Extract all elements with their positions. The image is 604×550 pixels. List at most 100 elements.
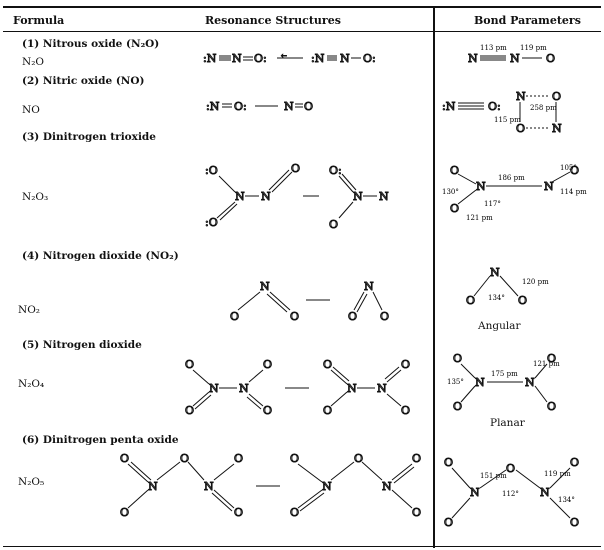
svg-text:O: O <box>263 404 272 417</box>
caption-no2: Angular <box>478 320 521 332</box>
row-title-no: (2) Nitric oxide (NO) <box>22 75 145 87</box>
svg-text:O: O <box>120 452 129 465</box>
svg-text:N: N <box>353 190 363 203</box>
svg-text:O: O <box>453 400 462 413</box>
bond-label: 114 pm <box>560 188 587 196</box>
bond-diagram-no2: N O O 120 pm 134° <box>466 266 550 308</box>
svg-text:O: O <box>552 90 561 103</box>
svg-text:O: O <box>323 404 332 417</box>
svg-text:N: N <box>468 52 478 65</box>
svg-text:O: O <box>291 162 300 175</box>
svg-text:O: O <box>466 294 475 307</box>
svg-text:N: N <box>476 180 486 193</box>
bond-label: 175 pm <box>491 370 518 378</box>
bond-label: 186 pm <box>498 174 525 182</box>
svg-text::O: :O <box>205 164 218 177</box>
resonance-no2: O N O O N O <box>230 280 390 324</box>
formula-no2: NO₂ <box>18 304 41 316</box>
svg-text:N: N <box>284 100 294 113</box>
svg-text::N: :N <box>442 100 456 113</box>
bottom-rule <box>3 546 601 547</box>
row-title-no2: (4) Nitrogen dioxide (NO₂) <box>22 250 179 262</box>
svg-text:N: N <box>525 376 535 389</box>
svg-text:O: O <box>453 352 462 365</box>
svg-text:O: O <box>570 456 579 469</box>
bond-label: 115 pm <box>494 116 521 124</box>
svg-text:←: ← <box>281 52 287 60</box>
svg-text:O: O <box>444 456 453 469</box>
svg-text:O: O <box>412 506 421 519</box>
bond-label: 121 pm <box>533 360 560 368</box>
svg-text:O:: O: <box>234 100 247 113</box>
formula-n2o4: N₂O₄ <box>18 378 45 390</box>
svg-text:N: N <box>322 480 332 493</box>
bond-label: 117° <box>484 200 501 208</box>
formula-n2o3: N₂O₃ <box>22 191 49 203</box>
svg-text:O: O <box>185 358 194 371</box>
svg-text:O: O <box>547 352 556 365</box>
svg-text:O: O <box>444 516 453 529</box>
caption-n2o4: Planar <box>490 417 525 429</box>
svg-text::N: :N <box>311 52 325 65</box>
svg-text:O: O <box>290 310 299 323</box>
resonance-n2o5: OO NO NO O OO NO NO O <box>120 452 422 520</box>
svg-text:O: O <box>401 404 410 417</box>
svg-text:N: N <box>364 280 374 293</box>
row-title-n2o3: (3) Dinitrogen trioxide <box>22 131 156 143</box>
bond-label: 134° <box>488 294 505 302</box>
svg-text:N: N <box>552 122 562 135</box>
svg-text:N: N <box>490 266 500 279</box>
svg-text:N: N <box>239 382 249 395</box>
svg-text:N: N <box>209 382 219 395</box>
svg-text:O: O <box>570 516 579 529</box>
svg-text:N: N <box>261 190 271 203</box>
bond-label: 135° <box>447 378 464 386</box>
svg-text:O: O <box>412 452 421 465</box>
svg-text:O: O <box>185 404 194 417</box>
svg-text:O: O <box>234 506 243 519</box>
header-formula: Formula <box>13 14 65 27</box>
top-rule <box>3 6 601 8</box>
svg-text:N: N <box>340 52 350 65</box>
bond-label: 134° <box>558 496 575 504</box>
svg-text:O: O <box>323 358 332 371</box>
svg-text:N: N <box>540 486 550 499</box>
svg-text:N: N <box>382 480 392 493</box>
svg-text:N: N <box>516 90 526 103</box>
bond-diagram-n2o: N N O 113 pm 119 pm <box>468 44 556 66</box>
bond-label: 151 pm <box>480 472 507 480</box>
svg-text:O: O <box>547 400 556 413</box>
formula-n2o: N₂O <box>22 56 45 68</box>
svg-text:O: O <box>329 218 338 231</box>
svg-text:O: O <box>516 122 525 135</box>
svg-text:N: N <box>204 480 214 493</box>
row-title-n2o5: (6) Dinitrogen penta oxide <box>22 434 179 446</box>
svg-text:N: N <box>510 52 520 65</box>
svg-text:O: O <box>304 100 313 113</box>
svg-text:N: N <box>475 376 485 389</box>
svg-text:O: O <box>290 506 299 519</box>
svg-text:O:: O: <box>363 52 376 65</box>
svg-text:O: O <box>450 164 459 177</box>
svg-text:N: N <box>260 280 270 293</box>
header-rule <box>3 31 601 32</box>
svg-text:O: O <box>546 52 555 65</box>
bond-label: 130° <box>442 188 459 196</box>
svg-text::O: :O <box>205 216 218 229</box>
bond-label: 120 pm <box>522 278 549 286</box>
header-bond: Bond Parameters <box>474 14 581 27</box>
bond-diagram-n2o3: O N O N O 186 pm 105° 114 pm 130° 117° 1… <box>442 164 587 223</box>
svg-text:O: O <box>230 310 239 323</box>
svg-text:O: O <box>450 202 459 215</box>
svg-text:O: O <box>120 506 129 519</box>
svg-text:N: N <box>347 382 357 395</box>
formula-no: NO <box>22 104 40 116</box>
bond-label: 258 pm <box>530 104 557 112</box>
svg-text:O: O <box>570 164 579 177</box>
column-divider <box>433 6 435 548</box>
svg-text:O: O <box>506 462 515 475</box>
svg-text:O: O <box>348 310 357 323</box>
